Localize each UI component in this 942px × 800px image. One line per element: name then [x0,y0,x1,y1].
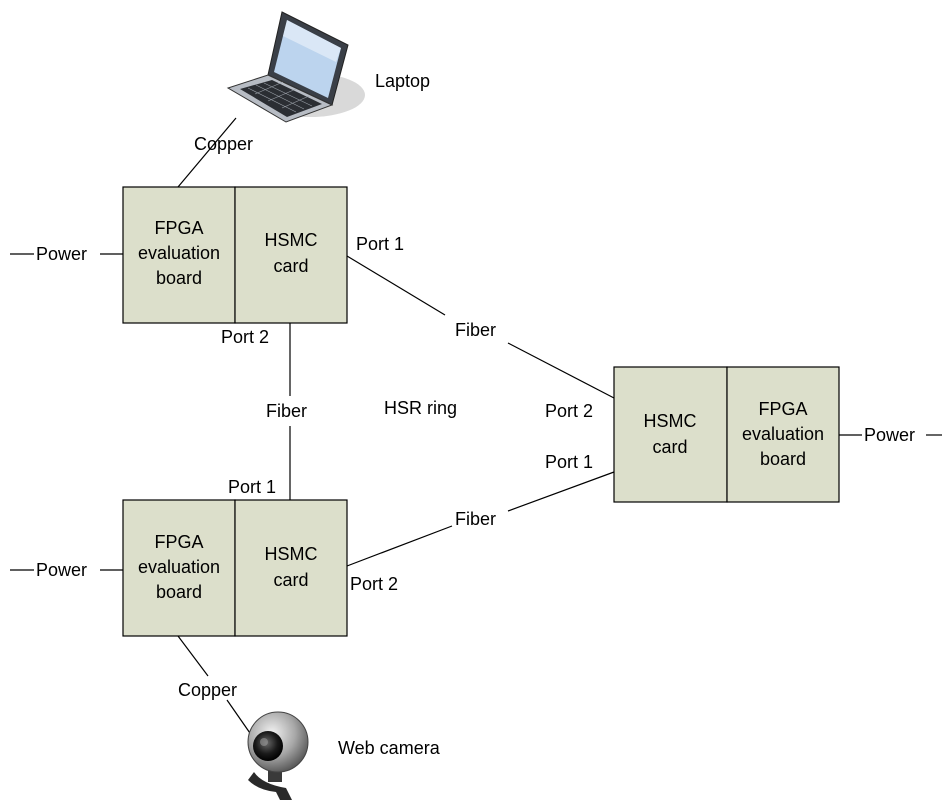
fpga-label: FPGA [758,399,807,419]
power-label: Power [36,560,87,580]
web-camera-label: Web camera [338,738,441,758]
port-label: Port 2 [350,574,398,594]
node-top-left: FPGA evaluation board HSMC card [122,186,348,324]
copper-label: Copper [194,134,253,154]
hsmc-label: HSMC [644,411,697,431]
port-label: Port 1 [228,477,276,497]
fpga-label: board [760,449,806,469]
power-label: Power [864,425,915,445]
web-camera-icon [247,711,309,800]
hsmc-card-top-left [234,186,348,324]
power-label: Power [36,244,87,264]
port-label: Port 1 [545,452,593,472]
hsmc-label: HSMC [265,544,318,564]
hsmc-label: card [273,570,308,590]
hsmc-card-bottom-left [234,499,348,637]
port-label: Port 2 [545,401,593,421]
fpga-board-top-left [122,186,236,324]
node-bottom-left: FPGA evaluation board HSMC card [122,499,348,637]
fpga-label: evaluation [138,557,220,577]
fpga-label: FPGA [154,532,203,552]
fiber-label: Fiber [455,509,496,529]
fpga-board-right [726,366,840,503]
fpga-label: board [156,582,202,602]
hsmc-label: card [652,437,687,457]
fiber-label: Fiber [455,320,496,340]
fpga-board-bottom-left [122,499,236,637]
fpga-label: board [156,268,202,288]
port-label: Port 2 [221,327,269,347]
fiber-label: Fiber [266,401,307,421]
hsmc-card-right [613,366,728,503]
hsmc-label: HSMC [265,230,318,250]
hsr-ring-label: HSR ring [384,398,457,418]
node-right: HSMC card FPGA evaluation board [613,366,840,503]
fpga-label: evaluation [742,424,824,444]
laptop-icon [226,11,365,123]
fpga-label: FPGA [154,218,203,238]
port-label: Port 1 [356,234,404,254]
copper-label: Copper [178,680,237,700]
fpga-label: evaluation [138,243,220,263]
hsmc-label: card [273,256,308,276]
laptop-label: Laptop [375,71,430,91]
